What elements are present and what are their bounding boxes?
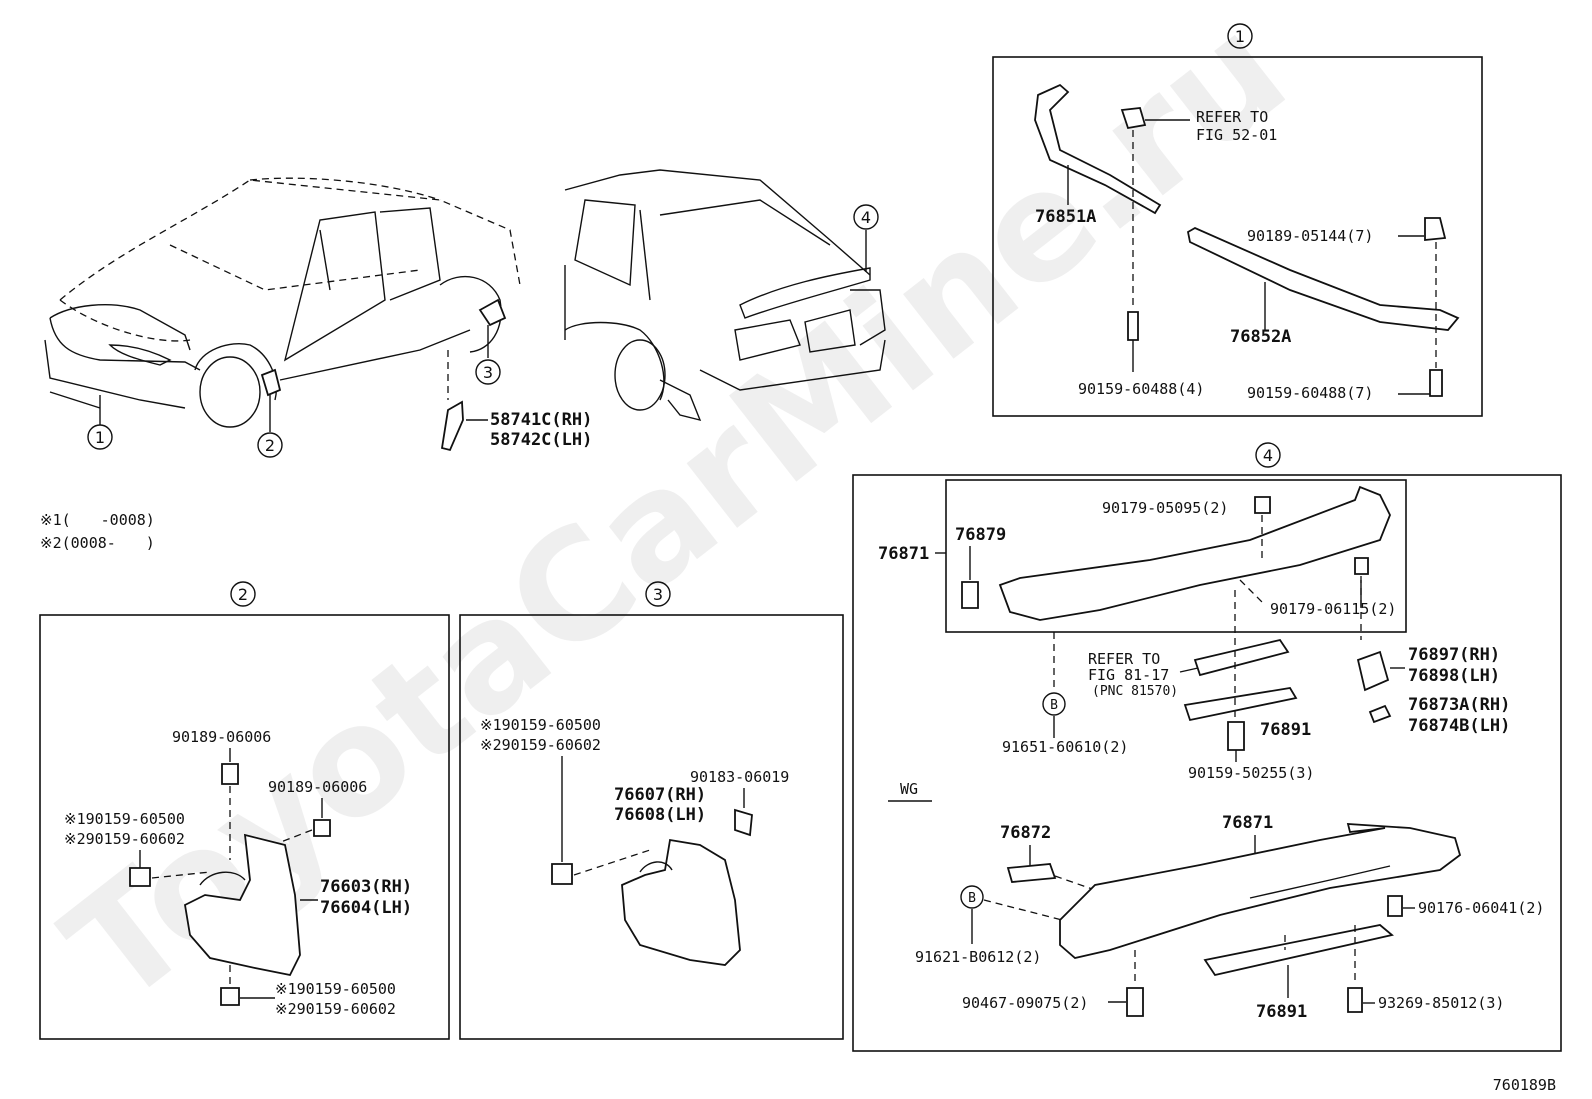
label-p3-s2: ※290159-60602 (480, 736, 601, 754)
label-58741C: 58741C(RH) (490, 410, 592, 430)
label-76879: 76879 (955, 525, 1006, 545)
label-90189-06006-b: 90189-06006 (268, 778, 367, 796)
panel-3-header: 3 (653, 585, 663, 604)
marker-b-b: B (968, 891, 976, 906)
part-76603-mudguard-shape (184, 833, 301, 977)
label-90159-60488-7: 90159-60488(7) (1247, 384, 1373, 402)
label-90189-06006-a: 90189-06006 (172, 728, 271, 746)
label-90179-06115: 90179-06115(2) (1270, 600, 1396, 618)
label-76891-b: 76891 (1256, 1002, 1307, 1022)
label-s1-60500-a: ※190159-60500 (64, 810, 185, 828)
part-76871-wg-spoiler-shape (1059, 823, 1462, 959)
part-76607-mudguard-shape (621, 838, 741, 966)
label-76872: 76872 (1000, 823, 1051, 843)
callout-2-overview: 2 (265, 436, 275, 455)
callout-1-overview: 1 (95, 428, 105, 447)
label-91621-B0612: 91621-B0612(2) (915, 948, 1041, 966)
label-p3-s1: ※190159-60500 (480, 716, 601, 734)
label-90159-50255: 90159-50255(3) (1188, 764, 1314, 782)
label-wg: WG (900, 780, 918, 798)
label-58742C: 58742C(LH) (490, 430, 592, 450)
label-refer-81-line2: FIG 81-17 (1088, 666, 1169, 684)
label-s2-60602-b: ※290159-60602 (275, 1000, 396, 1018)
callout-4-overview: 4 (861, 208, 871, 227)
label-76852A: 76852A (1230, 327, 1291, 347)
panel-2: 2 90189-06006 90189-06006 ※190159-60500 … (39, 581, 450, 1040)
panel-3-frame (459, 614, 844, 1040)
sedan-rear-illustration (564, 169, 886, 422)
label-76897: 76897(RH) (1408, 645, 1500, 665)
marker-b-a: B (1050, 698, 1058, 713)
panel-4-frame (852, 474, 1562, 1052)
label-93269-85012: 93269-85012(3) (1378, 994, 1504, 1012)
label-90159-60488-4: 90159-60488(4) (1078, 380, 1204, 398)
part-76852A-shape (1186, 226, 1460, 331)
label-s1-60500-b: ※190159-60500 (275, 980, 396, 998)
label-s2-60602-a: ※290159-60602 (64, 830, 185, 848)
label-76871-a: 76871 (878, 544, 929, 564)
label-76851A: 76851A (1035, 207, 1096, 227)
label-76873A: 76873A(RH) (1408, 695, 1510, 715)
panel-4-inner-frame (945, 479, 1407, 633)
label-90179-05095: 90179-05095(2) (1102, 499, 1228, 517)
panel-4-header: 4 (1263, 446, 1273, 465)
panel-4: 4 76871 76879 90179-05095(2) 90179-06115… (852, 442, 1562, 1052)
label-90176-06041: 90176-06041(2) (1418, 899, 1544, 917)
label-refer-81-line1: REFER TO (1088, 650, 1160, 668)
label-refer-52-line1: REFER TO (1196, 108, 1268, 126)
sedan-front-illustration (44, 177, 521, 428)
figure-code: 760189B (1493, 1076, 1556, 1094)
callout-3-overview: 3 (483, 363, 493, 382)
panel-1-header: 1 (1235, 27, 1245, 46)
label-76603: 76603(RH) (320, 877, 412, 897)
label-76898: 76898(LH) (1408, 666, 1500, 686)
label-76871-b: 76871 (1222, 813, 1273, 833)
overview-callouts: 1 2 3 4 58741C(RH) 58742C(LH) (87, 204, 879, 458)
label-refer-81-line3: (PNC 81570) (1092, 684, 1178, 699)
panel-2-frame (39, 614, 450, 1040)
label-76874B: 76874B(LH) (1408, 716, 1510, 736)
label-76608: 76608(LH) (614, 805, 706, 825)
label-91651-60610: 91651-60610(2) (1002, 738, 1128, 756)
panel-2-header: 2 (238, 585, 248, 604)
note-2: ※2(0008- ) (40, 534, 155, 552)
panel-1: 1 76851A REFER TO FIG 52-01 90159-60488(… (992, 23, 1483, 417)
label-76891-a: 76891 (1260, 720, 1311, 740)
label-90183-06019: 90183-06019 (690, 768, 789, 786)
note-1: ※1( -0008) (40, 511, 155, 529)
panel-3: 3 ※190159-60500 ※290159-60602 90183-0601… (459, 581, 844, 1040)
label-76607: 76607(RH) (614, 785, 706, 805)
part-76851A-shape (1034, 83, 1162, 215)
label-76604: 76604(LH) (320, 898, 412, 918)
label-90189-05144: 90189-05144(7) (1247, 227, 1373, 245)
panel-1-frame (992, 56, 1483, 417)
label-refer-52-line2: FIG 52-01 (1196, 126, 1277, 144)
part-76871-spoiler-shape (998, 485, 1391, 621)
label-90467-09075: 90467-09075(2) (962, 994, 1088, 1012)
